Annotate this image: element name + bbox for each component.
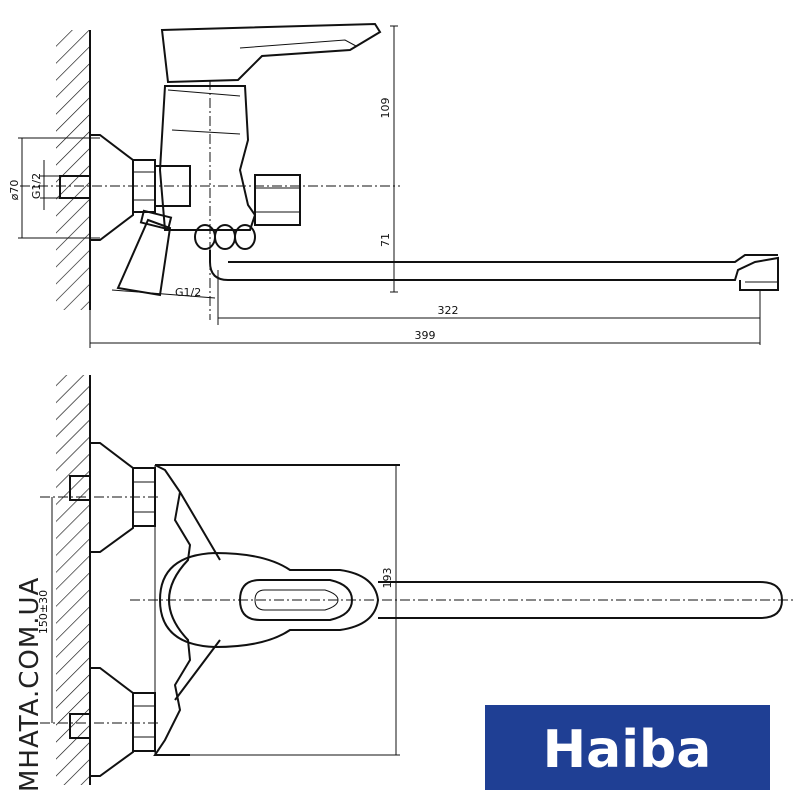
dim-193-label: 193 [381, 568, 394, 589]
dim-71-label: 71 [379, 233, 392, 247]
dim-thread-outlet-label: G1/2 [175, 286, 201, 299]
dim-thread-inlet-label: G1/2 [30, 173, 43, 199]
side-lower-outlet [116, 218, 172, 297]
dim-399-label: 399 [415, 329, 436, 342]
watermark-text: MHATA.COM.UA [15, 577, 45, 792]
logo-background [485, 705, 770, 790]
dim-322-label: 322 [438, 304, 459, 317]
wall-hatch-bottom [56, 375, 90, 785]
side-inlet-pipe [59, 175, 91, 199]
logo-text: Haiba [543, 720, 712, 780]
side-handle [160, 22, 382, 84]
side-escutcheon [90, 134, 134, 241]
dim-spacing-label: 150±30 [37, 590, 50, 634]
side-valve-body [158, 85, 257, 231]
brand-logo: Haiba [485, 705, 770, 790]
front-escutcheon-lower [90, 667, 134, 777]
side-right-nut [254, 174, 301, 226]
wall-hatch-top [56, 30, 90, 310]
side-view: 109 71 322 399 ø70 G1/2 G1/2 [8, 22, 779, 348]
side-spout [209, 250, 779, 291]
front-body [153, 464, 400, 756]
dim-109-label: 109 [379, 98, 392, 119]
dim-diameter-label: ø70 [8, 180, 21, 201]
front-view: 193 150±30 [37, 375, 795, 785]
